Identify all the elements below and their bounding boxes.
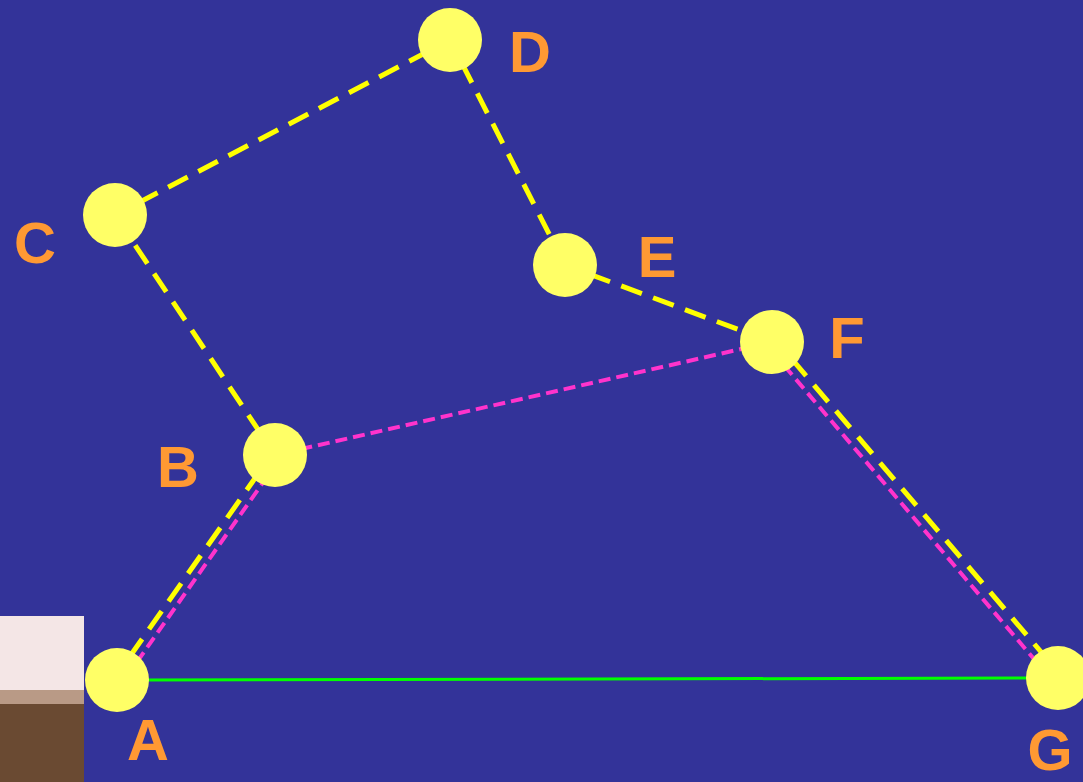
star-connector xyxy=(792,359,1044,655)
star-dot xyxy=(1026,646,1083,710)
star-label: F xyxy=(829,309,864,367)
star-label: E xyxy=(638,228,677,286)
star-dot xyxy=(418,8,482,72)
star-connector xyxy=(462,63,553,242)
star-connector xyxy=(138,52,427,203)
star-node: E xyxy=(533,233,597,297)
star-label: B xyxy=(157,438,199,496)
star-connector xyxy=(137,480,265,662)
star-connector xyxy=(784,366,1036,662)
star-dot xyxy=(83,183,147,247)
star-dot xyxy=(85,648,149,712)
star-dot xyxy=(243,423,307,487)
star-connector xyxy=(129,475,257,657)
star-connector xyxy=(300,348,746,449)
star-node: D xyxy=(418,8,482,72)
star-label: D xyxy=(509,23,551,81)
star-node: C xyxy=(83,183,147,247)
star-connector xyxy=(129,237,260,434)
star-dot xyxy=(533,233,597,297)
star-label: C xyxy=(14,214,56,272)
star-dot xyxy=(740,310,804,374)
star-connector xyxy=(143,678,1032,680)
star-label: A xyxy=(127,711,169,769)
star-node: A xyxy=(85,648,149,712)
star-label: G xyxy=(1027,721,1072,779)
star-node: F xyxy=(740,310,804,374)
star-node: B xyxy=(243,423,307,487)
star-node: G xyxy=(1026,646,1083,710)
